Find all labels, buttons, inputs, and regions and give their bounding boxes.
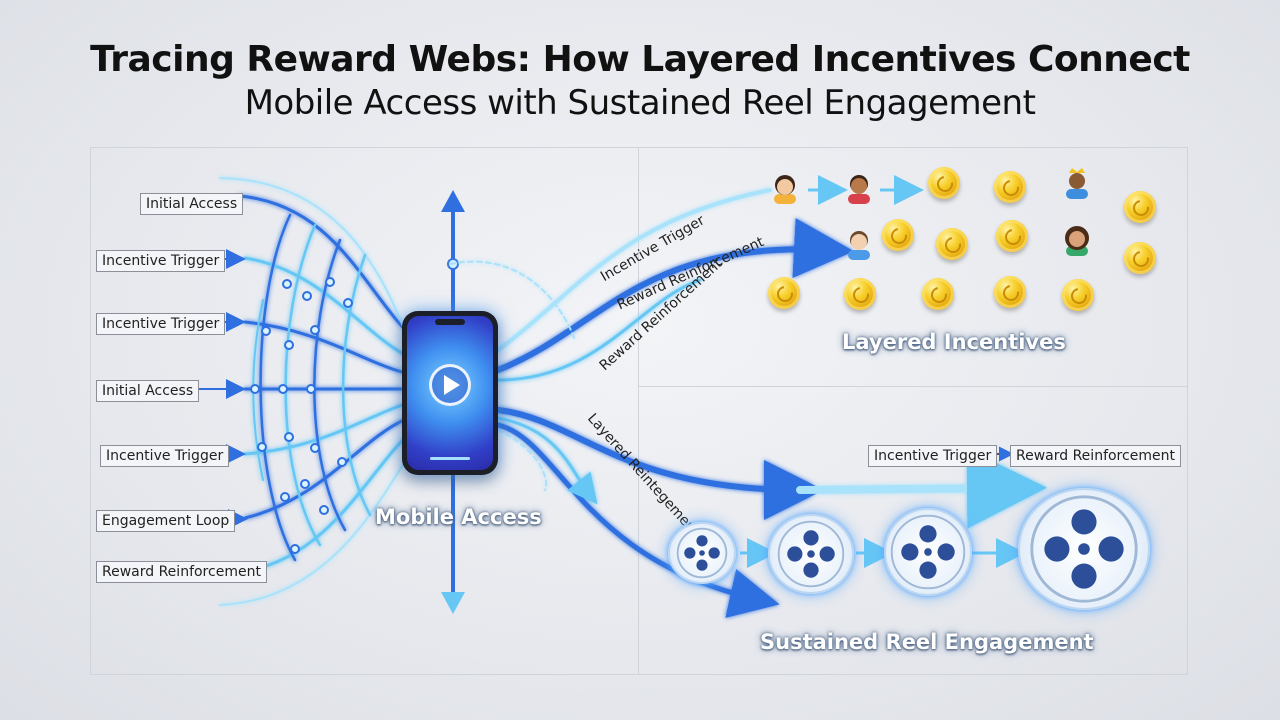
user-avatar-icon [1066, 168, 1088, 199]
gold-coin-icon [996, 220, 1028, 252]
left-label-engagement-loop: Engagement Loop [96, 510, 236, 532]
film-reel-icon [768, 514, 854, 594]
diagram-frame [90, 147, 1188, 675]
film-reel-icon [668, 522, 736, 584]
gold-coin-icon [1124, 242, 1156, 274]
web-nodes [250, 258, 459, 554]
left-label-initial-access-2: Initial Access [96, 380, 200, 402]
gold-coin-icon [768, 277, 800, 309]
play-icon [444, 375, 460, 395]
page-title: Tracing Reward Webs: How Layered Incenti… [0, 38, 1280, 124]
gold-coin-icon [844, 278, 876, 310]
incentives-label: Layered Incentives [842, 330, 1066, 354]
user-avatar-icon [774, 175, 796, 204]
left-label-initial-access-1: Initial Access [140, 193, 244, 215]
gold-coin-icon [922, 278, 954, 310]
gold-coin-icon [994, 276, 1026, 308]
axis-down-arrow [441, 592, 465, 614]
film-reel-icon [884, 508, 972, 596]
left-label-reward-reinforcement: Reward Reinforcement [96, 561, 267, 583]
panel-divider-horizontal [638, 386, 1188, 387]
title-line-1: Tracing Reward Webs: How Layered Incenti… [90, 39, 1190, 80]
film-reel-icon [1018, 488, 1150, 610]
hub-label: Mobile Access [375, 505, 542, 529]
panel-divider-vertical [638, 147, 639, 675]
user-avatar-icon [848, 175, 870, 204]
title-line-2: Mobile Access with Sustained Reel Engage… [244, 83, 1036, 123]
smartphone-play-icon [402, 311, 498, 475]
chain-box-reward-reinforcement: Reward Reinforcement [1010, 445, 1181, 467]
user-avatar-icon [1065, 226, 1089, 256]
gold-coin-icon [936, 228, 968, 260]
gold-coin-icon [1062, 279, 1094, 311]
chain-box-incentive-trigger: Incentive Trigger [868, 445, 998, 467]
upper-flows [449, 188, 854, 382]
gold-coin-icon [1124, 191, 1156, 223]
gold-coin-icon [994, 171, 1026, 203]
engagement-label: Sustained Reel Engagement [760, 630, 1094, 654]
phone-screen [407, 316, 493, 470]
left-label-incentive-trigger-3: Incentive Trigger [100, 445, 230, 467]
axis-up-arrow [441, 190, 465, 212]
gold-coin-icon [928, 167, 960, 199]
left-label-arrows [192, 249, 248, 529]
left-label-incentive-trigger-2: Incentive Trigger [96, 313, 226, 335]
left-web-curves [219, 177, 413, 606]
user-avatar-icon [848, 231, 870, 260]
gold-coin-icon [882, 219, 914, 251]
left-label-incentive-trigger-1: Incentive Trigger [96, 250, 226, 272]
